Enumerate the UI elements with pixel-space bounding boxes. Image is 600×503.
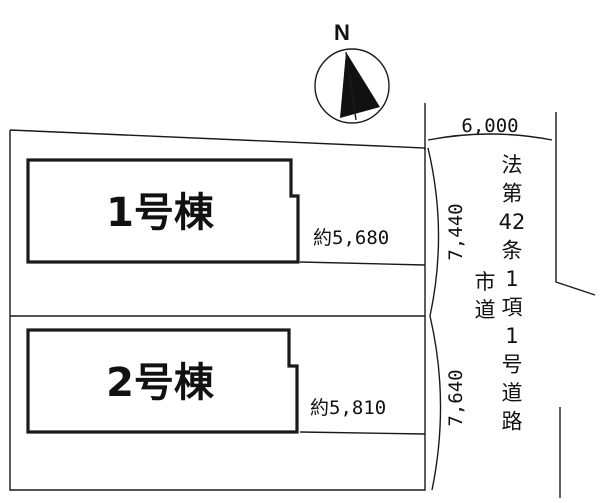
road-label-char: 道 — [502, 381, 523, 405]
road-label-char: 市 — [475, 270, 496, 294]
road-width-dimension — [424, 103, 557, 150]
distance-leaders — [299, 261, 426, 435]
compass-north-label: N — [334, 20, 350, 45]
road-label-char: 号 — [502, 353, 523, 377]
building-1-label: 1号棟 — [106, 190, 215, 236]
building-2-footprint — [26, 328, 299, 434]
road-label-char: 42 — [499, 210, 526, 234]
road-label-char: 1 — [505, 267, 518, 291]
road-type-label: 法第 42 条 1 項 1 号道路 — [499, 153, 526, 434]
road-label-char: 第 — [502, 182, 523, 206]
frontage-dimension-arcs — [427, 147, 442, 491]
building-1-footprint — [26, 158, 300, 264]
building-2-distance: 約5,810 — [310, 397, 386, 419]
road-label-char: 道 — [475, 298, 496, 322]
road-label-char: 1 — [505, 324, 518, 348]
lot-boundaries — [9, 129, 426, 491]
lot-2-frontage: 7,640 — [445, 369, 467, 426]
road-owner-label: 市道 — [475, 270, 496, 322]
road-label-char: 項 — [502, 296, 523, 320]
building-1-distance: 約5,680 — [313, 227, 389, 249]
road-width-label: 6,000 — [461, 115, 518, 137]
lot-1-frontage: 7,440 — [445, 203, 467, 260]
road-far-edge — [555, 140, 596, 498]
road-label-char: 条 — [502, 239, 523, 263]
building-2-label: 2号棟 — [106, 360, 215, 406]
north-arrow-icon — [314, 48, 390, 124]
road-label-char: 法 — [502, 153, 523, 177]
road-label-char: 路 — [502, 410, 523, 434]
